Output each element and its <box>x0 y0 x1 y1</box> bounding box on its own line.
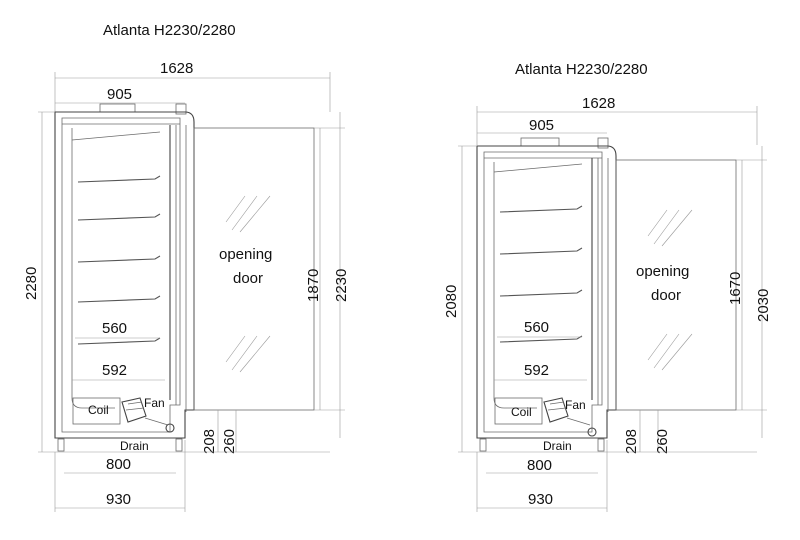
leg-right <box>597 438 605 452</box>
diagram-left: Atlanta H2230/2280 1628 905 560 <box>23 22 350 512</box>
dim-door-height: 1670 <box>727 272 744 305</box>
dim-door-total: 2030 <box>755 289 772 322</box>
shelf <box>499 247 583 255</box>
cabinet-outline <box>54 111 195 439</box>
drain-label: Drain <box>120 439 149 453</box>
drain-label: Drain <box>543 439 572 453</box>
dim-total-width: 1628 <box>582 95 615 112</box>
leg-right <box>175 438 183 452</box>
top-unit <box>520 137 560 147</box>
fan-icon <box>543 397 569 423</box>
top-hinge <box>175 103 187 115</box>
dim-shelf-560: 560 <box>524 319 549 336</box>
shelf <box>499 205 583 213</box>
dim-base-260: 260 <box>654 429 671 454</box>
fan-label: Fan <box>565 398 586 412</box>
dim-base-208: 208 <box>623 429 640 454</box>
door-label-1: opening <box>219 246 272 263</box>
dim-shelf-592: 592 <box>102 362 127 379</box>
dim-base-width: 800 <box>106 456 131 473</box>
shelves <box>499 205 583 343</box>
dim-overall-base: 930 <box>528 491 553 508</box>
drain-pipe <box>144 417 169 426</box>
fan-label: Fan <box>144 396 165 410</box>
leg-left <box>57 438 65 452</box>
shelf <box>77 255 161 263</box>
dim-height-total: 2280 <box>23 267 40 300</box>
shelf <box>77 175 161 183</box>
drain-icon <box>587 427 597 437</box>
coil-box <box>494 397 543 425</box>
top-deflector <box>493 163 583 173</box>
dim-door-total: 2230 <box>333 269 350 302</box>
door-label-2: door <box>651 287 681 304</box>
drain-pipe <box>566 417 591 426</box>
dim-cabinet-width: 905 <box>529 117 554 134</box>
inner-liner <box>493 162 537 409</box>
top-unit <box>99 103 136 113</box>
coil-label: Coil <box>511 405 532 419</box>
cabinet-inner <box>483 151 603 433</box>
coil-box <box>72 397 121 425</box>
dim-overall-base: 930 <box>106 491 131 508</box>
coil-label: Coil <box>88 403 109 417</box>
shelf <box>77 295 161 303</box>
diagram-title: Atlanta H2230/2280 <box>515 61 648 78</box>
door-label-2: door <box>233 270 263 287</box>
diagram-right: Atlanta H2230/2280 1628 905 560 <box>443 61 772 512</box>
shelf <box>77 337 161 345</box>
dim-door-height: 1870 <box>305 269 322 302</box>
top-hinge <box>597 137 609 149</box>
dim-height-total: 2080 <box>443 285 460 318</box>
dim-base-260: 260 <box>221 429 238 454</box>
top-deflector <box>71 131 161 141</box>
glass-reflection <box>647 209 693 371</box>
dim-cabinet-width: 905 <box>107 86 132 103</box>
drain-icon <box>165 423 175 433</box>
glass-reflection <box>225 195 271 373</box>
opening-door <box>615 159 737 411</box>
diagram-title: Atlanta H2230/2280 <box>103 22 236 39</box>
dim-base-208: 208 <box>201 429 218 454</box>
leg-left <box>479 438 487 452</box>
dim-base-width: 800 <box>527 457 552 474</box>
dim-shelf-592: 592 <box>524 362 549 379</box>
inner-liner <box>71 128 115 409</box>
dim-total-width: 1628 <box>160 60 193 77</box>
dim-shelf-560: 560 <box>102 320 127 337</box>
fan-icon <box>121 397 147 423</box>
cabinet-outline <box>476 145 617 439</box>
cabinet-inner <box>61 117 181 433</box>
shelf <box>77 213 161 221</box>
opening-door <box>193 127 315 411</box>
shelves <box>77 175 161 345</box>
door-label-1: opening <box>636 263 689 280</box>
shelf <box>499 289 583 297</box>
